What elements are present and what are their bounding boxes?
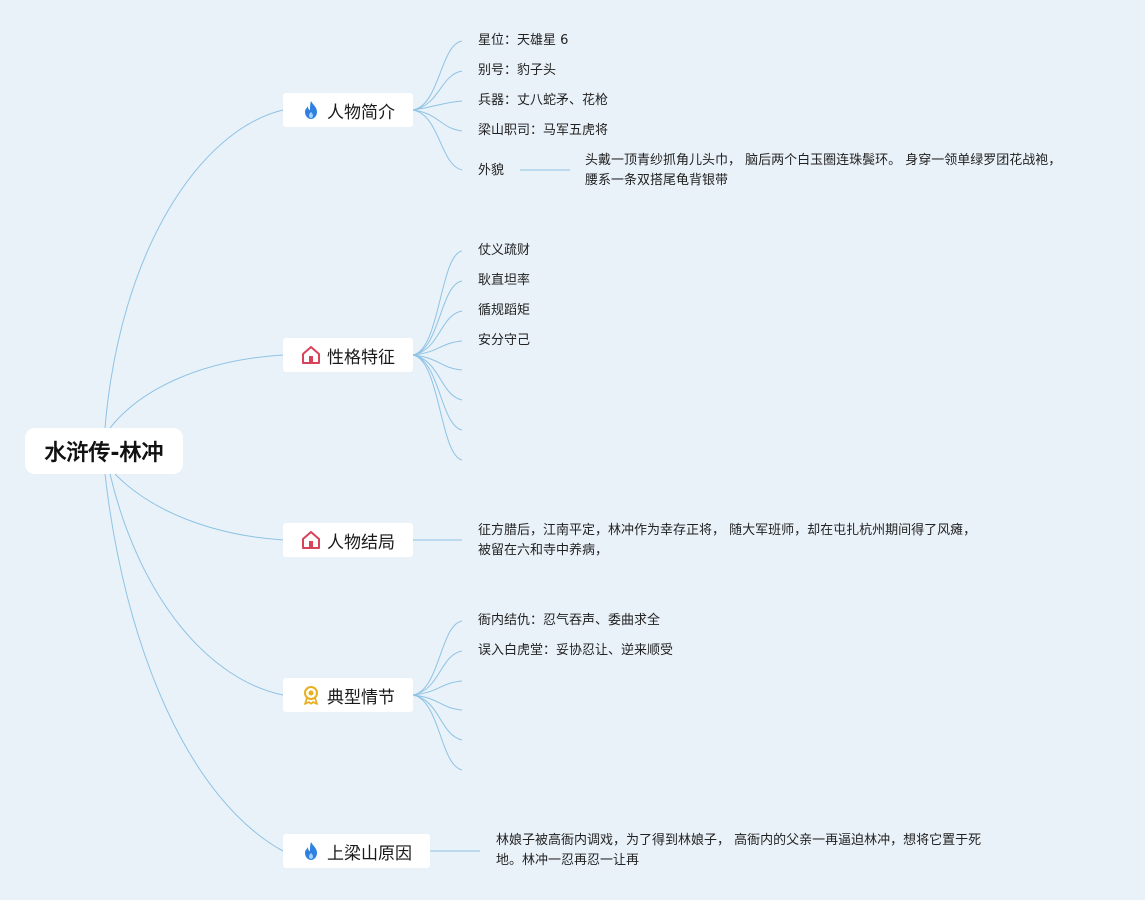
root-node[interactable]: 水浒传-林冲 (25, 428, 183, 474)
leaf-connector (412, 354, 463, 371)
branch-label: 人物简介 (327, 102, 395, 123)
leaf-connector (412, 650, 463, 696)
leaf-item[interactable]: 耿直坦率 (478, 273, 531, 288)
flame-icon (301, 100, 321, 120)
leaf-connector (412, 310, 463, 356)
flame-icon (301, 841, 321, 861)
leaf-item[interactable]: 循规蹈矩 (478, 303, 531, 318)
leaf-connector (412, 70, 463, 111)
leaf-item[interactable]: 仗义疏财 (478, 243, 531, 258)
leaf-item[interactable]: 误入白虎堂：妥协忍让、逆来顺受 (478, 643, 674, 658)
leaf-connector (412, 340, 463, 356)
leaf-item[interactable]: 别号：豹子头 (478, 63, 557, 78)
leaf-connector (412, 40, 463, 111)
branch-node-reason[interactable]: 上梁山原因 (283, 834, 430, 868)
leaf-connector (412, 354, 463, 431)
leaf-item[interactable]: 衙内结仇：忍气吞声、委曲求全 (478, 613, 661, 628)
ending-note[interactable]: 征方腊后，江南平定，林冲作为幸存正将， 随大军班师，却在屯扎杭州期间得了风瘫， … (478, 523, 977, 558)
root-branch-connector (114, 473, 284, 541)
reason-note[interactable]: 林娘子被高衙内调戏，为了得到林娘子， 高衙内的父亲一再逼迫林冲，想将它置于死地。… (496, 833, 982, 868)
leaf-connector (412, 280, 463, 356)
medal-icon (301, 685, 321, 705)
branch-label: 典型情节 (327, 687, 395, 708)
appearance-detail[interactable]: 头戴一顶青纱抓角儿头巾， 脑后两个白玉圈连珠鬓环。 身穿一领单绿罗团花战袍， 腰… (585, 153, 1062, 188)
branch-label: 上梁山原因 (327, 843, 412, 864)
leaf-connector (412, 354, 463, 401)
leaf-connector (412, 250, 463, 356)
root-branch-connector (109, 473, 284, 696)
leaf-connector (412, 694, 463, 771)
branch-node-ending[interactable]: 人物结局 (283, 523, 413, 557)
leaf-item[interactable]: 安分守己 (478, 333, 531, 348)
root-branch-connector (104, 109, 284, 429)
root-branch-connector (104, 473, 284, 852)
branch-label: 人物结局 (327, 532, 395, 553)
leaf-item[interactable]: 梁山职司：马军五虎将 (478, 123, 609, 138)
leaf-connector (412, 620, 463, 696)
home-icon (301, 530, 321, 550)
root-branch-connector (109, 354, 284, 429)
leaf-connector (412, 680, 463, 696)
leaf-connector (412, 694, 463, 711)
leaf-item[interactable]: 外貌 (478, 163, 505, 178)
branch-label: 性格特征 (327, 347, 395, 368)
leaf-connector (412, 100, 463, 111)
branch-node-personality[interactable]: 性格特征 (283, 338, 413, 372)
home-icon (301, 345, 321, 365)
root-title: 水浒传-林冲 (44, 441, 164, 466)
branch-node-profile[interactable]: 人物简介 (283, 93, 413, 127)
leaf-connector (412, 109, 463, 171)
leaf-connector (412, 354, 463, 461)
leaf-item[interactable]: 兵器：丈八蛇矛、花枪 (478, 93, 609, 108)
leaf-connector (412, 694, 463, 741)
leaf-connector (412, 109, 463, 132)
leaf-item[interactable]: 星位：天雄星 6 (478, 33, 569, 48)
branch-node-plots[interactable]: 典型情节 (283, 678, 413, 712)
